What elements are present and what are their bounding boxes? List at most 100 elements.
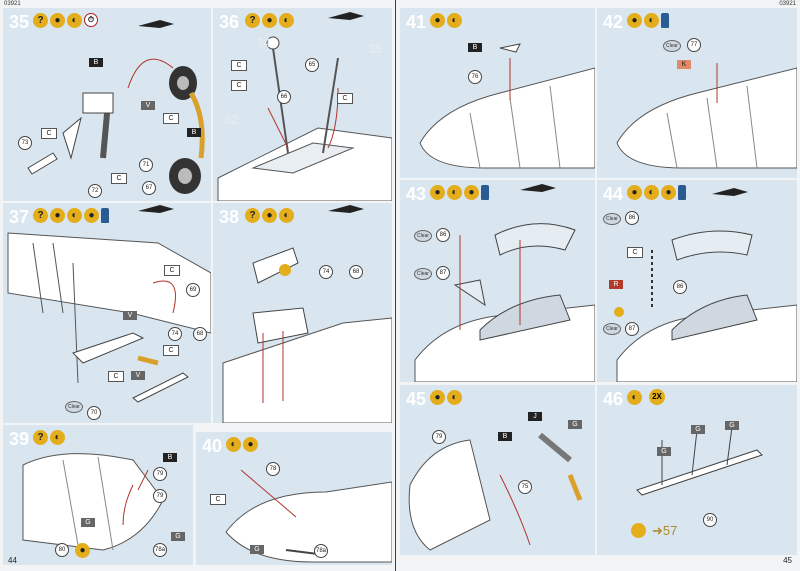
step-number: 39 [9,429,30,449]
part-86: 86 [625,211,639,225]
nose-section-drawing [616,63,797,169]
paint-pot-icon [101,208,109,223]
step-icons: ? ◐ [33,430,65,445]
step-43-panel: 43 ● ◐ ● Clear 86 Clear 87 [400,180,595,382]
page-number-left: 44 [8,556,17,565]
canopy-drawing [414,184,595,382]
step-number: 38 [219,207,240,227]
part-86: 86 [673,280,687,294]
part-77: 77 [687,38,701,52]
clear-part-marker: Clear [65,401,83,413]
aircraft-silhouette-icon [138,205,174,213]
label-35: 35 [369,42,383,56]
step-icons: ◐ [627,390,642,405]
flag-b: B [187,128,201,137]
cement-icon: ◐ [279,13,294,28]
flag-k: K [677,60,691,69]
nose-section-drawing [419,43,595,169]
gear-bay-drawing [217,12,392,201]
aircraft-silhouette-icon [138,20,174,28]
cement-icon: ◐ [644,13,659,28]
step-38-panel: 38 ? ● ◐ 74 68 [213,203,392,423]
part-74: 74 [319,265,333,279]
step-39-panel: 39 ? ◐ B G G 79 79 80 ● 78a [3,425,193,565]
flag-c: C [231,80,247,91]
glue-icon: ● [627,13,642,28]
paint-pot-icon [678,185,686,200]
cement-icon: ◐ [644,185,659,200]
landing-gear-drawing [27,20,205,194]
clear-part-marker: Clear [663,40,681,52]
step-44-panel: 44 ● ◐ ● Clear 86 C R 86 Clear 87 [597,180,797,382]
right-page: 03921 41 ● ◐ B 76 42 ● ◐ [396,0,800,571]
flag-r: R [609,280,623,289]
product-code: 03921 [779,1,796,7]
glue-icon: ● [262,208,277,223]
step-number: 40 [202,436,223,456]
flag-g: G [725,421,739,430]
part-73: 73 [18,136,32,150]
gear-door-drawing [7,205,211,403]
fuselage-panel-drawing [222,205,392,423]
part-75: 75 [518,480,532,494]
part-80: 80 [55,543,69,557]
part-67: 67 [142,181,156,195]
step-number: 36 [219,12,240,32]
glue-icon: ● [430,390,445,405]
cement-icon: ◐ [67,13,82,28]
part-79: 79 [153,489,167,503]
step-number: 42 [603,12,624,32]
part-74: 74 [168,327,182,341]
glue-icon: ● [243,437,258,452]
glue-icon: ● [464,185,479,200]
flag-g: G [250,545,264,554]
cement-icon: ◐ [279,208,294,223]
clear-part-marker: Clear [414,230,432,242]
part-65: 65 [305,58,319,72]
flag-c: C [231,60,247,71]
step-icons: ◐ ● [226,437,258,452]
part-87: 87 [625,322,639,336]
help-icon: ? [245,13,260,28]
cement-icon: ◐ [447,13,462,28]
step-number: 45 [406,389,427,409]
part-90: 90 [703,513,717,527]
cement-icon: ◐ [627,390,642,405]
step-number: 46 [603,389,624,409]
page-number-right: 45 [783,556,792,565]
cement-icon: ◐ [447,390,462,405]
step-35-panel: 35 ? ● ◐ ⏱ B V C C B C 73 72 71 67 [3,8,211,201]
step-icons: ● ◐ [627,13,669,28]
part-68: 68 [349,265,363,279]
go-to-step-reference[interactable]: ➜57 [652,523,678,538]
part-66: 66 [277,90,291,104]
glue-icon: ● [75,543,90,558]
step-icons: ? ● ◐ ● [33,208,109,223]
product-code: 03921 [4,1,21,7]
glue-icon: ● [661,185,676,200]
cement-icon: ◐ [226,437,241,452]
paint-pot-icon [481,185,489,200]
paint-pot-icon [661,13,669,28]
step-icons: ? ● ◐ [245,13,294,28]
flag-c: C [111,173,127,184]
flag-v: V [131,371,145,380]
step-number: 37 [9,207,30,227]
part-86: 86 [436,228,450,242]
pylon-rail-drawing [636,426,763,496]
step-number: 41 [406,12,427,32]
glue-icon: ● [430,13,445,28]
clear-part-marker: Clear [603,323,621,335]
quantity-badge: 2X [649,389,665,405]
flag-b: B [468,43,482,52]
canopy-open-drawing [614,188,797,382]
part-76: 76 [468,70,482,84]
flag-c: C [337,93,353,104]
next-step-icon [631,523,646,538]
flag-c: C [164,265,180,276]
glue-icon: ● [262,13,277,28]
help-icon: ? [33,430,48,445]
label-32: 32 [225,113,239,127]
flag-b: B [163,453,177,462]
flag-b: B [89,58,103,67]
